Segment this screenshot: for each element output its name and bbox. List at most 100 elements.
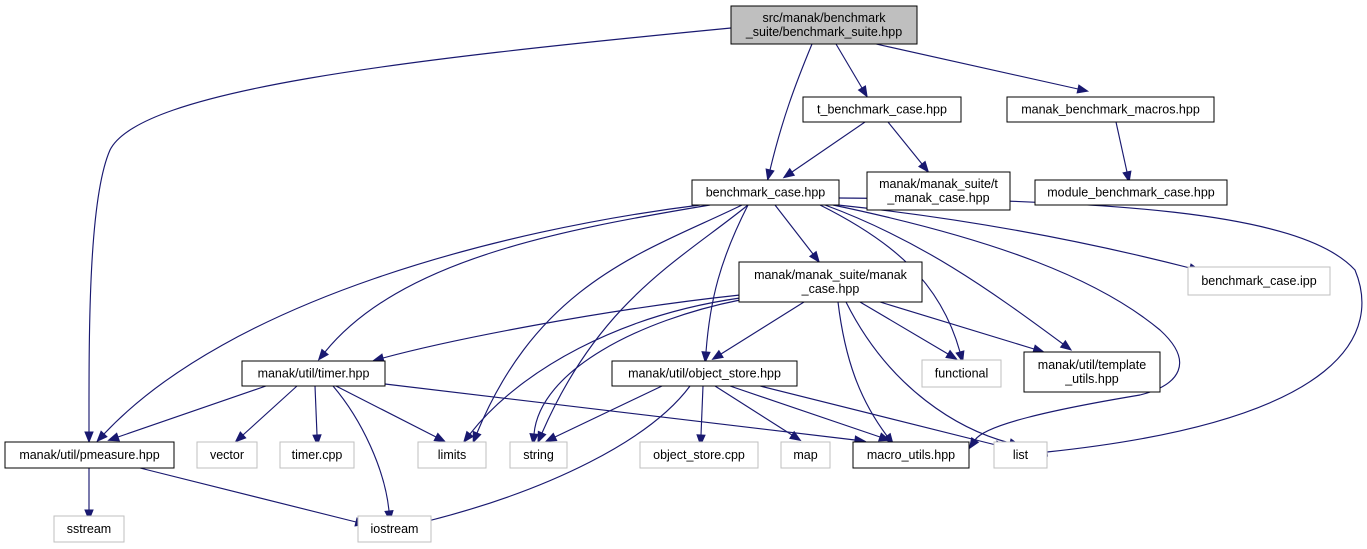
node-manak_case[interactable]: manak/manak_suite/manak_case.hpp [738,261,923,303]
edge-bc-to-macro_utils [832,204,1181,450]
edge-line [759,385,997,446]
node-string[interactable]: string [509,441,568,469]
edge-line [859,301,949,355]
node-box [241,360,386,387]
edge-line [541,204,749,434]
arrowhead [918,160,930,173]
node-limits[interactable]: limits [417,441,487,469]
edge-line [824,204,1064,345]
node-t_bc[interactable]: t_benchmark_case.hpp [802,96,962,123]
edge-line [103,204,701,435]
node-label: timer.cpp [292,448,343,462]
node-box [802,96,962,123]
node-list[interactable]: list [993,441,1048,469]
node-macros[interactable]: manak_benchmark_macros.hpp [1006,96,1215,123]
node-label: module_benchmark_case.hpp [1047,186,1215,200]
edge-line [791,121,866,173]
edge-timer-to-pmeasure [107,385,267,442]
node-sstream[interactable]: sstream [53,515,125,543]
edge-line [335,385,437,438]
edge-bc-to-list [838,197,1363,457]
node-label: list [1013,448,1029,462]
edge-root-to-pmeasure [84,27,732,444]
arrowhead [789,430,802,442]
node-functional[interactable]: functional [921,359,1002,388]
edge-macros-to-mod_bc [1115,121,1132,184]
arrowhead [765,168,775,182]
edge-line [533,299,741,435]
edge-line [332,385,390,512]
edge-line [837,204,1191,269]
edge-manak_case-to-functional [859,301,958,360]
edge-line [384,383,856,441]
edge-line [774,204,814,255]
node-macro_utils[interactable]: macro_utils.hpp [852,441,970,469]
node-box [279,441,355,469]
node-box [993,441,1048,469]
edge-line [875,43,1079,90]
node-box [866,171,1011,211]
node-timer[interactable]: manak/util/timer.hpp [241,360,386,387]
arrowhead [1122,170,1132,184]
edge-line [714,385,793,436]
arrowhead [701,351,711,364]
edge-manak_case-to-objstore [711,301,805,361]
node-os_cpp[interactable]: object_store.cpp [639,441,759,469]
arrowhead [84,431,94,444]
arrowhead [433,432,447,443]
arrowhead [544,432,558,442]
arrowhead [808,250,820,263]
node-box [1187,266,1331,296]
node-label: string [523,448,554,462]
node-t_manak[interactable]: manak/manak_suite/t_manak_case.hpp [866,171,1011,211]
node-label: manak/util/object_store.hpp [628,367,781,381]
edge-line [1115,121,1128,173]
node-template[interactable]: manak/util/template_utils.hpp [1023,351,1161,393]
arrowhead [537,430,547,444]
arrowhead [782,167,796,179]
node-bc_ipp[interactable]: benchmark_case.ipp [1187,266,1331,296]
edge-line [837,301,888,437]
edge-line [469,297,741,435]
edge-line [554,385,663,438]
edge-line [705,204,749,353]
edge-line [476,204,743,434]
edge-objstore-to-macro_utils [729,385,891,442]
node-pmeasure[interactable]: manak/util/pmeasure.hpp [4,441,175,469]
node-root[interactable]: src/manak/benchmark_suite/benchmark_suit… [730,5,918,45]
node-timer_cpp[interactable]: timer.cpp [279,441,355,469]
node-label: map [793,448,817,462]
node-map[interactable]: map [780,441,831,469]
edge-manak_case-to-timer [372,294,741,363]
edge-bc-to-pmeasure [96,204,701,443]
edge-line [700,385,704,436]
node-objstore[interactable]: manak/util/object_store.hpp [611,360,798,387]
node-bc[interactable]: benchmark_case.hpp [691,179,840,206]
node-box [4,441,175,469]
node-box [852,441,970,469]
node-label: vector [210,448,244,462]
node-box [1006,96,1215,123]
edge-bc-to-objstore [701,204,749,364]
edge-line [729,385,881,438]
edge-manak_case-to-template [879,301,1045,354]
node-box [921,359,1002,388]
arrowhead [234,431,247,443]
node-vector[interactable]: vector [196,441,258,469]
node-mod_bc[interactable]: module_benchmark_case.hpp [1034,179,1228,206]
arrowhead [945,349,958,360]
edge-line [769,43,813,171]
edge-timer-to-timer_cpp [312,385,322,447]
node-label: manak/manak_suite/t [879,177,998,191]
node-iostream[interactable]: iostream [357,515,432,543]
edge-line [314,385,318,436]
edge-manak_case-to-string [529,299,741,446]
node-label: functional [935,367,989,381]
arrowhead [317,348,329,361]
node-box [738,261,923,303]
edge-line [139,467,357,523]
edge-t_bc-to-bc [782,121,866,179]
arrowhead [312,434,322,447]
edge-manak_case-to-macro_utils [837,301,894,446]
